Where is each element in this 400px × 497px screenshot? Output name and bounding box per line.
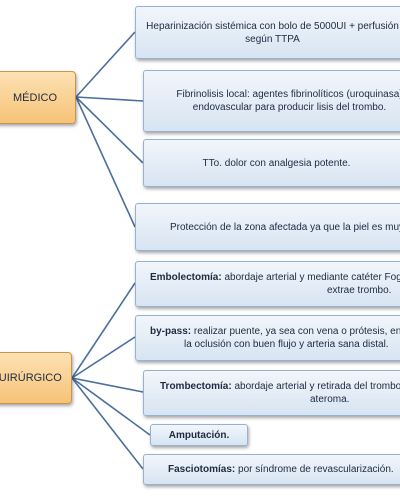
quirurgico-item-2-line1: realizar puente, ya sea con vena o próte… bbox=[191, 326, 400, 337]
medico-item-proteccion: Protección de la zona afectada ya que la… bbox=[135, 203, 400, 251]
quirurgico-item-bypass: by-pass: realizar puente, ya sea con ven… bbox=[135, 315, 400, 361]
quirurgico-item-3-title: Trombectomía: bbox=[160, 381, 232, 392]
connector-quirurgico-3 bbox=[71, 377, 144, 393]
category-quirurgico-label: QUIRÚRGICO bbox=[0, 372, 62, 384]
medico-item-4-line1: Protección de la zona afectada ya que la… bbox=[170, 221, 400, 233]
medico-item-2-line2: endovascular para producir lisis del tro… bbox=[192, 102, 387, 113]
quirurgico-item-3-line1: abordaje arterial y retirada del trombo … bbox=[231, 381, 400, 392]
connector-quirurgico-5 bbox=[71, 377, 144, 470]
quirurgico-item-amputacion: Amputación. bbox=[150, 424, 248, 446]
quirurgico-item-fasciotomias: Fasciotomías: por síndrome de revascular… bbox=[143, 454, 400, 485]
quirurgico-item-embolectomia: Embolectomía: abordaje arterial y median… bbox=[135, 261, 400, 307]
medico-item-3-line1: TTo. dolor con analgesia potente. bbox=[202, 157, 351, 169]
quirurgico-item-2-title: by-pass: bbox=[150, 326, 192, 337]
quirurgico-item-1-line1: abordaje arterial y mediante catéter Fog… bbox=[221, 272, 400, 283]
connector-quirurgico-1 bbox=[71, 282, 136, 379]
quirurgico-item-5-title: Fasciotomías: bbox=[168, 464, 236, 475]
quirurgico-item-5-line1: por síndrome de revascularización. bbox=[235, 464, 394, 475]
quirurgico-item-3-line2: ateroma. bbox=[310, 394, 350, 405]
connector-medico-4 bbox=[75, 96, 136, 228]
connector-quirurgico-4 bbox=[71, 377, 151, 436]
medico-item-1-line1: Heparinización sistémica con bolo de 500… bbox=[146, 20, 399, 32]
medico-item-dolor: TTo. dolor con analgesia potente. bbox=[143, 139, 400, 187]
category-quirurgico: QUIRÚRGICO bbox=[0, 352, 72, 404]
connector-medico-1 bbox=[75, 31, 136, 98]
medico-item-1-line2: según TTPA bbox=[245, 33, 300, 45]
quirurgico-item-1-line2: extrae trombo. bbox=[326, 285, 392, 296]
quirurgico-item-4-title: Amputación. bbox=[168, 429, 230, 441]
connector-quirurgico-2 bbox=[71, 336, 136, 379]
category-medico: MÉDICO bbox=[0, 71, 76, 124]
medico-item-heparinizacion: Heparinización sistémica con bolo de 500… bbox=[135, 6, 400, 59]
quirurgico-item-2-line2: la oclusión con buen flujo y arteria san… bbox=[184, 339, 389, 350]
medico-item-2-line1: Fibrinolisis local: agentes fibrinolític… bbox=[176, 89, 400, 100]
connector-medico-2 bbox=[75, 96, 144, 102]
quirurgico-item-trombectomia: Trombectomía: abordaje arterial y retira… bbox=[143, 370, 400, 416]
category-medico-label: MÉDICO bbox=[13, 91, 57, 104]
quirurgico-item-1-title: Embolectomía: bbox=[150, 272, 222, 283]
connector-medico-3 bbox=[75, 96, 144, 164]
medico-item-fibrinolisis: Fibrinolisis local: agentes fibrinolític… bbox=[143, 70, 400, 132]
